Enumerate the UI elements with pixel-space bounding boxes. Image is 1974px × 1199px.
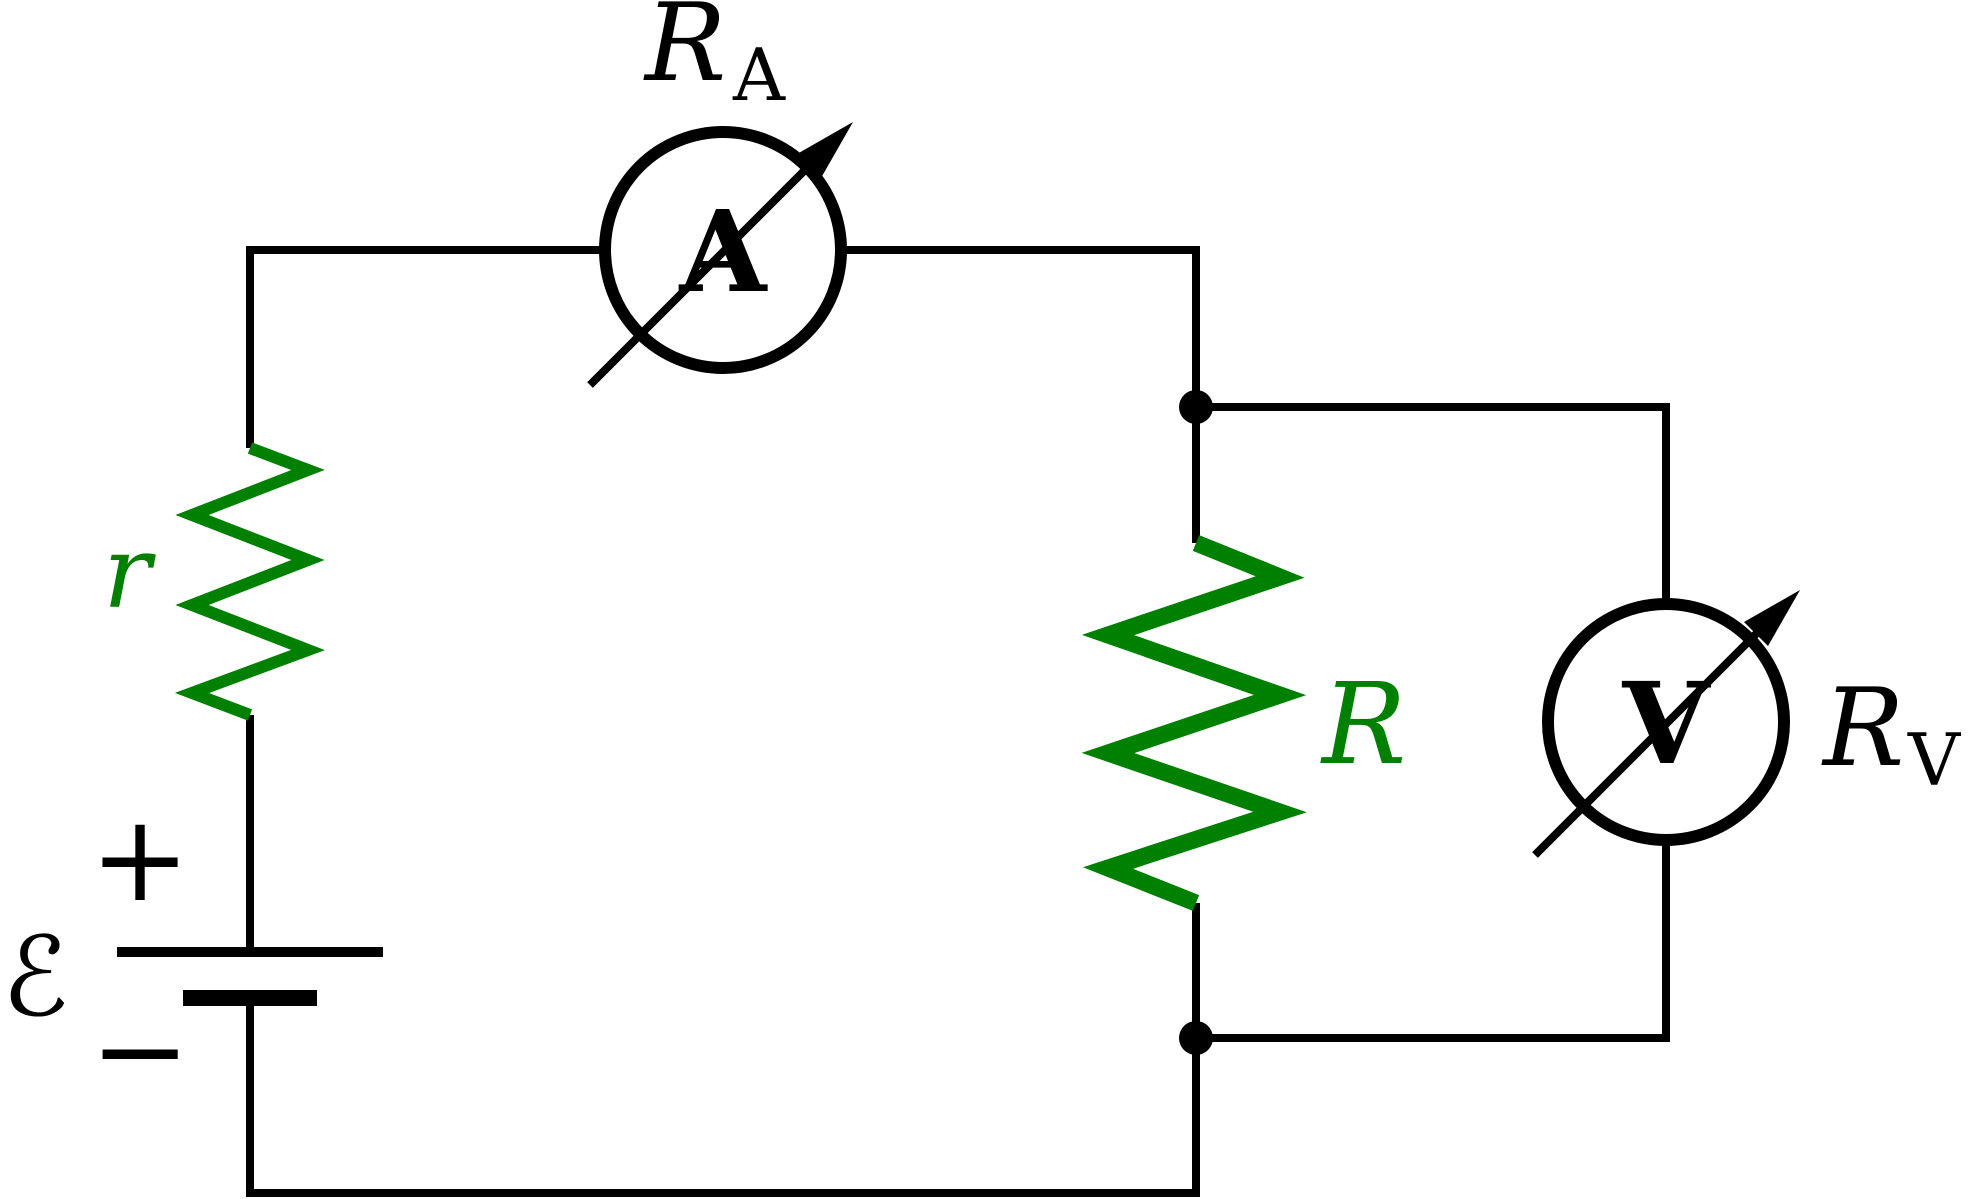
ammeter-adjust-arrow: [587, 122, 853, 388]
voltmeter-adjust-arrow: [1532, 590, 1800, 858]
wire-bottom-loop: [246, 998, 1200, 1197]
resistor-r-zigzag: [174, 442, 325, 721]
voltmeter-resistance-sub: V: [1907, 718, 1962, 802]
battery-symbol: [117, 947, 383, 1006]
junction-dot-bottom: [1179, 1021, 1213, 1055]
internal-resistance-label: r: [103, 514, 156, 631]
ammeter-arrowhead-icon: [797, 122, 853, 178]
load-resistance-label: R: [1320, 660, 1406, 790]
ammeter-resistance-label: R A: [643, 0, 786, 117]
ammeter-resistance-base: R: [643, 0, 726, 106]
voltmeter-resistance-base: R: [1821, 666, 1904, 791]
circuit-wires: [246, 246, 1670, 1197]
voltmeter-arrowhead-icon: [1744, 590, 1800, 646]
emf-symbol-label: ℰ: [2, 913, 69, 1041]
junction-dot-top: [1179, 390, 1213, 424]
battery-minus-label: −: [90, 982, 191, 1121]
resistor-R-zigzag: [1081, 535, 1307, 911]
voltmeter-arrow-shaft: [1532, 625, 1765, 858]
voltmeter-resistance-label: R V: [1821, 666, 1962, 802]
battery-plus-label: +: [90, 790, 191, 929]
ammeter-resistance-sub: A: [732, 33, 786, 117]
ammeter-arrow-shaft: [587, 154, 821, 388]
